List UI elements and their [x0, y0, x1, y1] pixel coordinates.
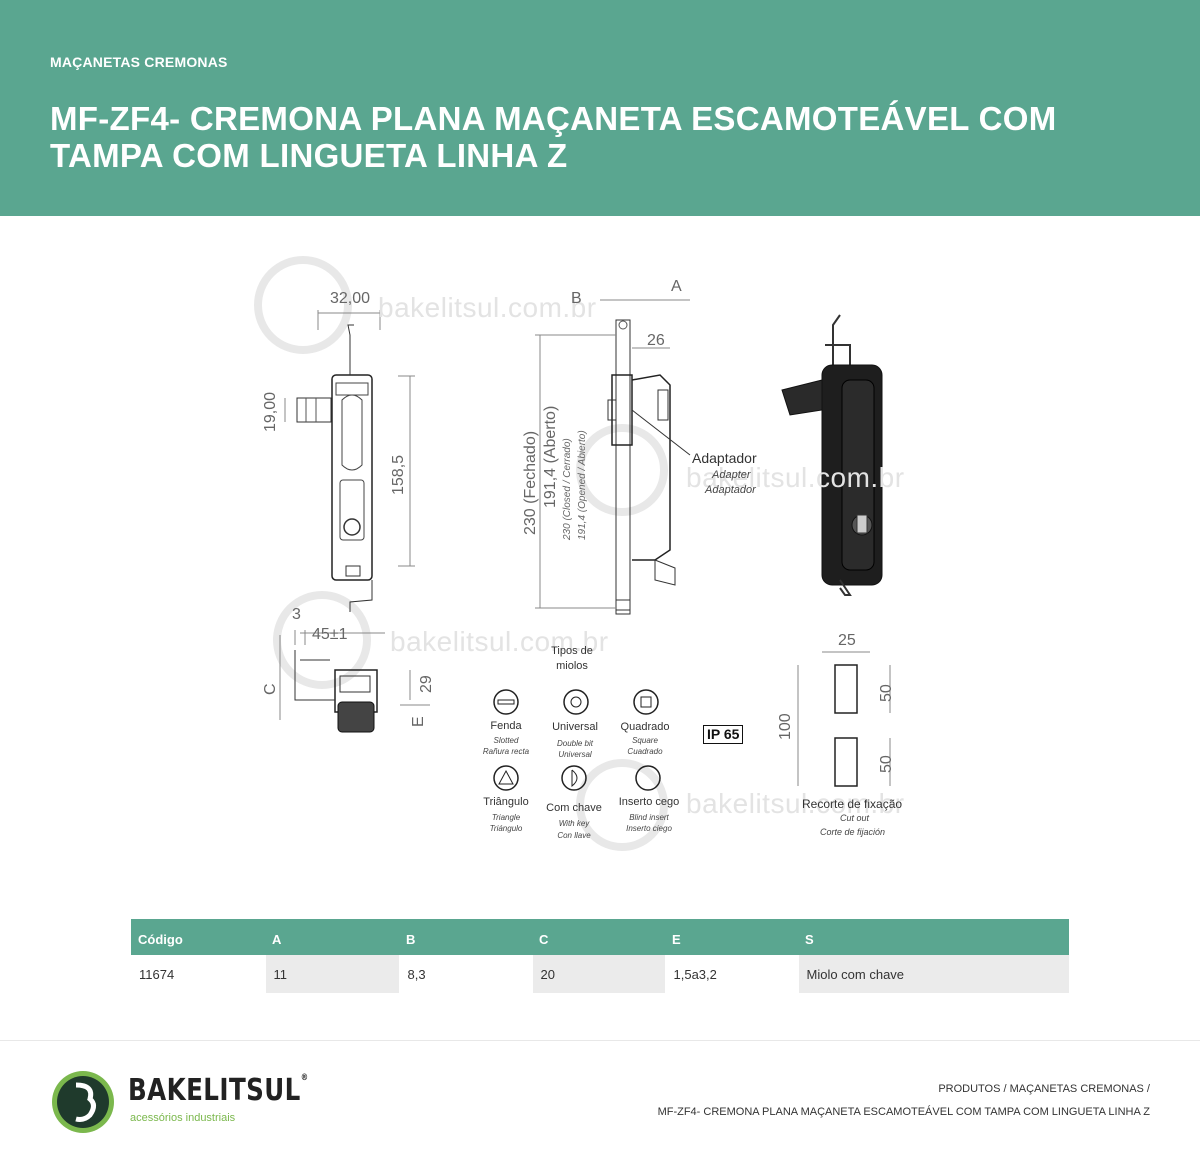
col-c: C	[532, 919, 665, 955]
core-square-en: Square	[632, 736, 658, 745]
dim-26: 26	[647, 332, 665, 349]
core-key-es: Con llave	[557, 831, 591, 840]
watermark-text: bakelitsul.com.br	[390, 626, 609, 657]
breadcrumb[interactable]: PRODUTOS / MAÇANETAS CREMONAS /	[938, 1083, 1150, 1095]
core-key-en: With key	[558, 819, 590, 828]
core-blind-label: Inserto cego	[618, 796, 680, 808]
dim-3: 3	[292, 606, 301, 623]
cell-b: 8,3	[398, 955, 532, 993]
brand-tagline: acessórios industriais	[130, 1112, 236, 1124]
core-slotted-en: Slotted	[493, 736, 519, 745]
dim-29: 29	[418, 675, 435, 693]
dim-50-bottom: 50	[878, 755, 895, 773]
page-header: MAÇANETAS CREMONAS MF-ZF4- CREMONA PLANA…	[0, 0, 1200, 216]
category-label[interactable]: MAÇANETAS CREMONAS	[50, 54, 228, 70]
ip-rating-badge: IP 65	[703, 725, 744, 744]
col-b: B	[399, 919, 532, 955]
cell-s: Miolo com chave	[797, 955, 1069, 993]
watermark-text: bakelitsul.com.br	[686, 462, 905, 493]
dim-191-opened: 191,4 (Opened / Abierto)	[577, 430, 588, 540]
core-universal-label: Universal	[552, 721, 598, 733]
core-universal-en: Double bit	[556, 739, 594, 748]
watermark-text: bakelitsul.com.br	[378, 292, 597, 323]
core-triangle-en: Triangle	[491, 813, 521, 822]
dim-230-closed: 230 (Closed / Cerrado)	[562, 438, 573, 540]
technical-drawing: bakelitsul.com.br bakelitsul.com.br bake…	[250, 250, 970, 870]
dim-100: 100	[777, 713, 794, 740]
cell-c: 20	[531, 955, 665, 993]
core-universal-es: Universal	[558, 750, 592, 759]
watermark-text: bakelitsul.com.br	[686, 788, 905, 819]
col-codigo: Código	[131, 919, 265, 955]
dim-32: 32,00	[330, 290, 371, 307]
dim-50-top: 50	[878, 684, 895, 702]
drawing-lines	[254, 256, 891, 851]
registered-mark: ®	[300, 1073, 309, 1083]
core-triangle-es: Triángulo	[489, 824, 523, 833]
footer-divider	[0, 1040, 1200, 1041]
core-slotted-es: Rañura recta	[482, 747, 530, 756]
page-title: MF-ZF4- CREMONA PLANA MAÇANETA ESCAMOTEÁ…	[50, 100, 1057, 174]
spec-table: Código A B C E S 11674 11 8,3 20 1,5a3,2…	[131, 919, 1069, 993]
bakelitsul-logo-icon[interactable]	[50, 1069, 116, 1135]
cell-e: 1,5a3,2	[664, 955, 798, 993]
dim-45: 45±1	[312, 626, 348, 643]
core-square-es: Cuadrado	[627, 747, 663, 756]
cell-a: 11	[264, 955, 399, 993]
cores-title: Tipos de miolos	[551, 645, 593, 672]
core-square-label: Quadrado	[620, 721, 670, 733]
dim-b: B	[571, 290, 582, 307]
dim-e: E	[410, 716, 427, 727]
col-a: A	[265, 919, 399, 955]
adapter-label-es: Adaptador	[705, 484, 756, 496]
dim-19: 19,00	[262, 391, 279, 432]
core-blind-en: Blind insert	[629, 813, 669, 822]
brand-name[interactable]: BAKELITSUL®	[128, 1073, 309, 1108]
cutout-label-es: Corte de fijación	[820, 827, 886, 837]
adapter-label: Adaptador	[692, 450, 757, 466]
core-key-label: Com chave	[546, 802, 602, 814]
dim-191-aberto: 191,4 (Aberto)	[542, 405, 559, 508]
table-row: 11674 11 8,3 20 1,5a3,2 Miolo com chave	[131, 955, 1069, 993]
adapter-label-en: Adapter	[712, 469, 751, 481]
dim-25: 25	[838, 632, 856, 649]
dim-a: A	[671, 278, 682, 295]
col-e: E	[665, 919, 798, 955]
dim-c: C	[262, 683, 279, 695]
col-s: S	[798, 919, 1069, 955]
core-blind-es: Inserto ciego	[626, 824, 672, 833]
brand-text: BAKELITSUL	[128, 1073, 301, 1108]
cutout-label: Recorte de fixação	[802, 797, 903, 811]
core-triangle-label: Triângulo	[483, 796, 529, 808]
core-slotted-label: Fenda	[490, 720, 522, 732]
cutout-label-en: Cut out	[840, 813, 870, 823]
table-header-row: Código A B C E S	[131, 919, 1069, 955]
dim-230-fechado: 230 (Fechado)	[522, 430, 539, 535]
cell-codigo: 11674	[131, 955, 265, 993]
breadcrumb-current: MF-ZF4- CREMONA PLANA MAÇANETA ESCAMOTEÁ…	[657, 1106, 1150, 1118]
dim-158: 158,5	[390, 454, 407, 495]
